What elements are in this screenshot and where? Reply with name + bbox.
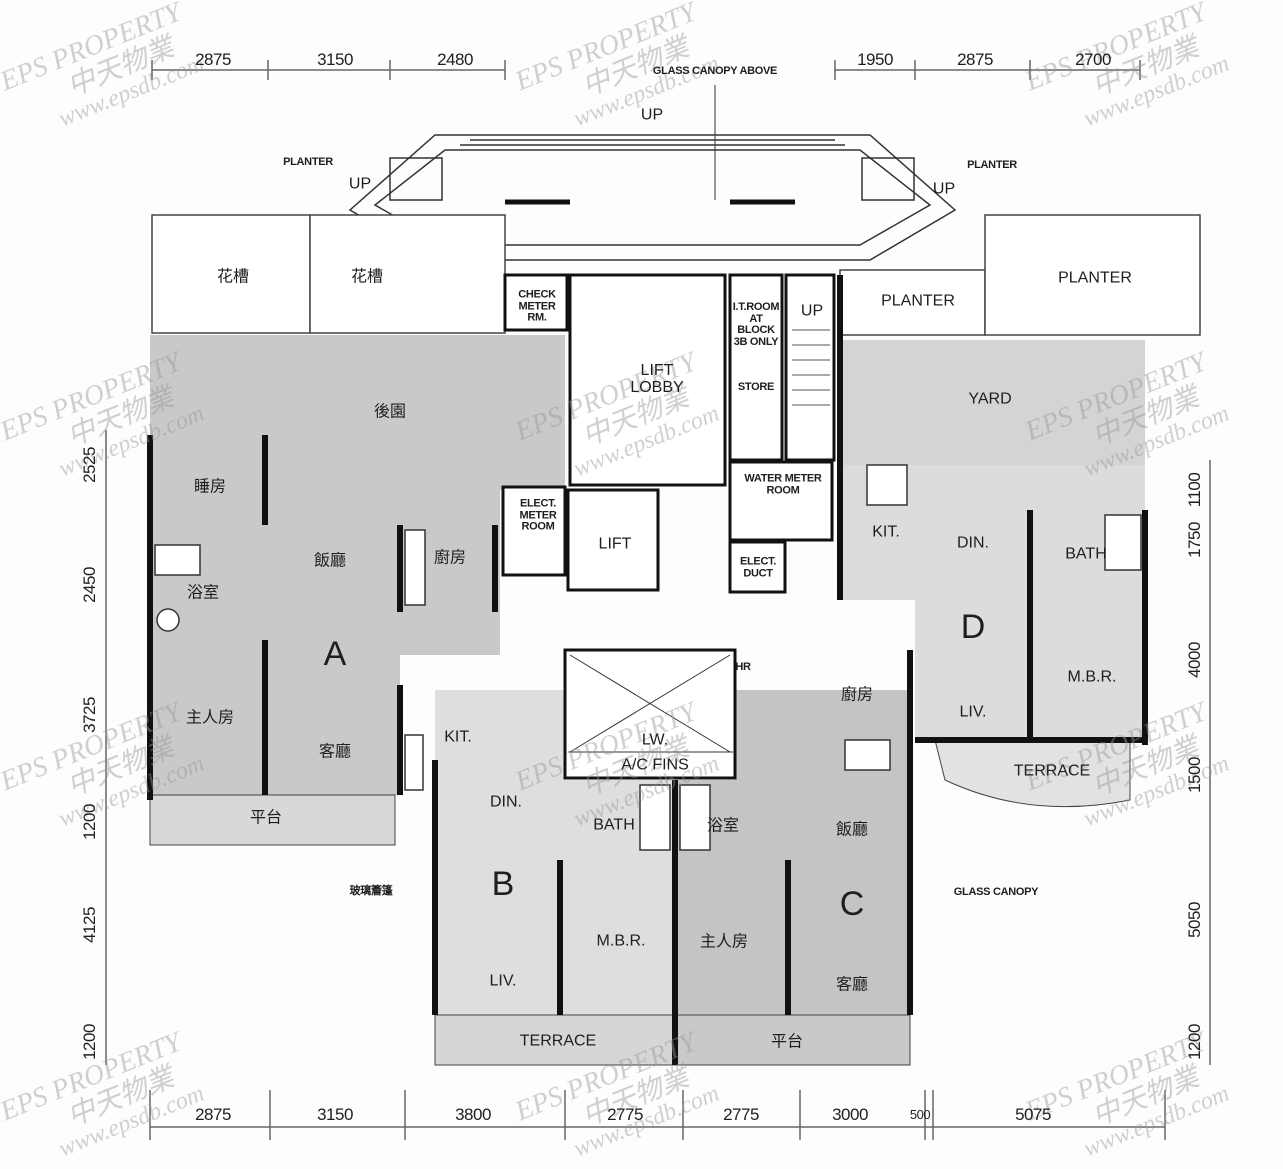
- dimension-label: 1200: [1185, 1024, 1205, 1060]
- planters: [151, 214, 1201, 336]
- flower-bed-label: 花槽: [350, 266, 384, 286]
- planter-label: PLANTER: [1058, 269, 1132, 287]
- unit-d-kitchen: KIT.: [872, 523, 900, 541]
- elect-duct-label: ELECT. DUCT: [739, 555, 777, 579]
- unit-c-letter: C: [839, 885, 865, 924]
- lift-label: LIFT: [598, 535, 632, 553]
- unit-b-area: [435, 690, 675, 1015]
- dimension-label: 3000: [832, 1105, 868, 1125]
- unit-d-area: [840, 465, 1145, 740]
- dimension-label: 1200: [80, 804, 100, 840]
- unit-d-letter: D: [960, 608, 986, 647]
- water-meter-room-label: WATER METER ROOM: [744, 472, 822, 496]
- planter-label: PLANTER: [881, 292, 955, 310]
- back-garden-label: 後園: [373, 401, 407, 421]
- walls: [147, 275, 1148, 1065]
- unit-c-area: [675, 690, 910, 1015]
- unit-d-bath: BATH: [1065, 545, 1107, 563]
- dimension-label: 2875: [195, 1105, 231, 1125]
- dimension-label: 3150: [317, 50, 353, 70]
- dimension-label: 2700: [1075, 50, 1111, 70]
- unit-a-living: 客廳: [318, 741, 352, 761]
- dimension-label: 5050: [1185, 902, 1205, 938]
- lw-cross: [568, 654, 733, 753]
- unit-a-platform: 平台: [249, 807, 283, 827]
- dimension-label: 500: [909, 1107, 931, 1123]
- unit-d-master: M.B.R.: [1067, 668, 1117, 686]
- unit-c-kitchen: 廚房: [840, 684, 874, 704]
- dimension-label: 2450: [80, 567, 100, 603]
- up-label: UP: [348, 175, 372, 193]
- dimension-label: 2775: [607, 1105, 643, 1125]
- store-label: STORE: [737, 381, 775, 394]
- up-label: UP: [932, 180, 956, 198]
- dimension-label: 5075: [1015, 1105, 1051, 1125]
- dimension-label: 2480: [437, 50, 473, 70]
- unit-a-letter: A: [323, 635, 347, 674]
- unit-b-kitchen: KIT.: [444, 728, 472, 746]
- unit-b-terrace: TERRACE: [519, 1032, 597, 1050]
- unit-a-area: [150, 335, 565, 795]
- dimension-label: 1200: [80, 1024, 100, 1060]
- lw-label: LW.: [641, 731, 669, 749]
- unit-c-dining: 飯廳: [835, 819, 869, 839]
- fixtures: [154, 464, 1142, 851]
- up-label: UP: [800, 302, 824, 320]
- glass-canopy-label: GLASS CANOPY: [953, 886, 1039, 899]
- unit-b-master: M.B.R.: [596, 932, 646, 950]
- glass-canopy-above-label: GLASS CANOPY ABOVE: [652, 65, 778, 78]
- unit-a-kitchen: 廚房: [433, 547, 467, 567]
- unit-d-living: LIV.: [959, 703, 987, 721]
- ac-fins-label: A/C FINS: [621, 756, 689, 774]
- unit-c-bath: 浴室: [706, 815, 740, 835]
- flower-bed-label: 花槽: [216, 266, 250, 286]
- dimension-lines: [105, 60, 1211, 1140]
- dimension-label: 4000: [1185, 642, 1205, 678]
- unit-b-living: LIV.: [489, 972, 517, 990]
- unit-d-dining: DIN.: [957, 534, 989, 552]
- glass-canopy-cn-label: 玻璃簷篷: [349, 885, 393, 898]
- entrance-canopy-steps: [348, 134, 957, 261]
- planter-label: PLANTER: [283, 156, 333, 169]
- it-room-label: I.T.ROOM AT BLOCK 3B ONLY: [732, 300, 780, 348]
- planter-label: PLANTER: [967, 159, 1017, 172]
- unit-d-terrace: TERRACE: [1013, 762, 1091, 780]
- unit-c-living: 客廳: [835, 974, 869, 994]
- unit-b-letter: B: [491, 865, 515, 904]
- unit-a-dining: 飯廳: [313, 550, 347, 570]
- unit-c-platform: 平台: [770, 1031, 804, 1051]
- unit-b-bath: BATH: [593, 816, 635, 834]
- unit-a-master: 主人房: [185, 707, 235, 727]
- dimension-label: 3800: [455, 1105, 491, 1125]
- core: [501, 273, 836, 780]
- dimension-label: 3150: [317, 1105, 353, 1125]
- up-label: UP: [640, 106, 664, 124]
- check-meter-room-label: CHECK METER RM.: [518, 288, 556, 324]
- hr-label: HR: [735, 661, 751, 674]
- unit-c-master: 主人房: [699, 931, 749, 951]
- unit-b-dining: DIN.: [490, 793, 522, 811]
- dimension-label: 2525: [80, 447, 100, 483]
- dimension-label: 2775: [723, 1105, 759, 1125]
- dimension-label: 1100: [1185, 472, 1205, 508]
- dimension-label: 3725: [80, 697, 100, 733]
- dimension-label: 2875: [195, 50, 231, 70]
- elect-meter-room-label: ELECT. METER ROOM: [519, 497, 557, 533]
- dimension-label: 1500: [1185, 757, 1205, 793]
- unit-a-bath: 浴室: [186, 582, 220, 602]
- dimension-label: 4125: [80, 907, 100, 943]
- yard-label: YARD: [968, 390, 1012, 408]
- stairs: [792, 329, 830, 406]
- unit-a-bedroom: 睡房: [193, 476, 227, 496]
- lift-lobby-label: LIFT LOBBY: [630, 362, 684, 396]
- dimension-label: 2875: [957, 50, 993, 70]
- dimension-label: 1750: [1185, 522, 1205, 558]
- dimension-label: 1950: [857, 50, 893, 70]
